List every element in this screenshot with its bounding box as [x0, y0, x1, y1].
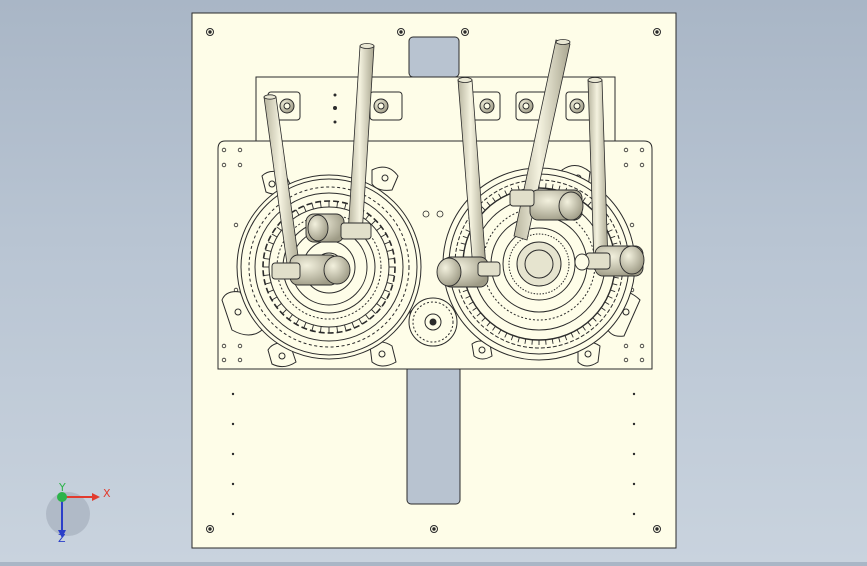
center-idler-gear — [409, 298, 457, 346]
x-axis-label: X — [103, 487, 111, 500]
bracket-plate — [256, 77, 615, 141]
top-slot — [409, 37, 459, 77]
coordinate-triad: X Y Z — [46, 481, 111, 545]
y-axis-label: Y — [58, 481, 66, 494]
z-axis-label: Z — [58, 532, 66, 545]
bottom-slot — [407, 366, 460, 504]
